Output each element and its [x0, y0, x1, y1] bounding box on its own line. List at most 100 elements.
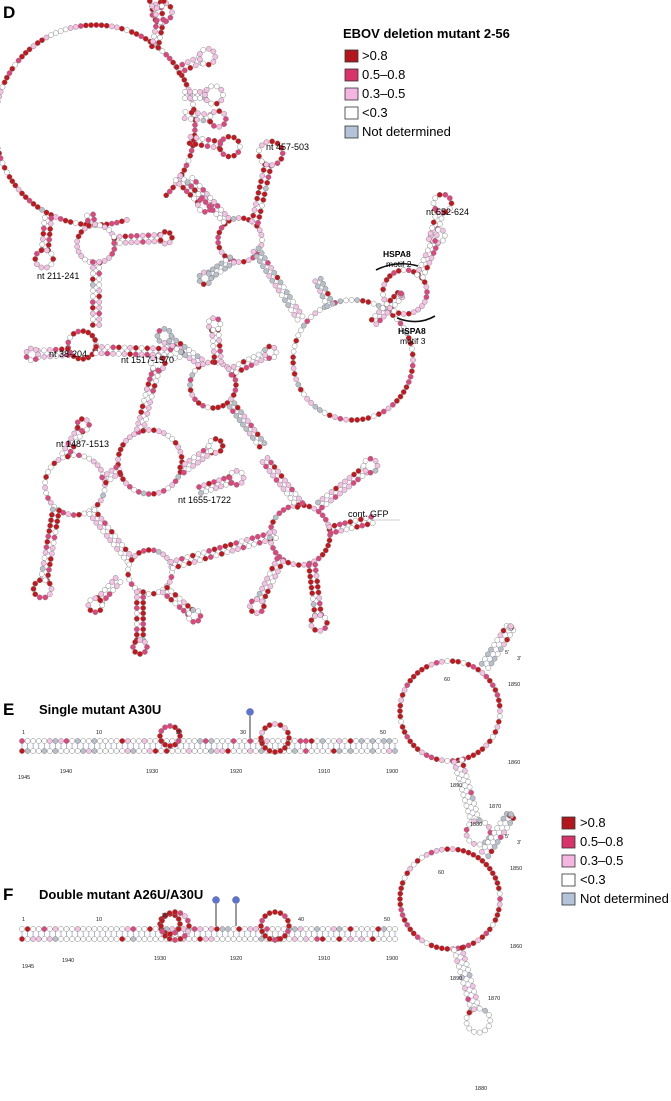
nucleotide	[256, 539, 263, 546]
nucleotide	[383, 277, 390, 283]
nucleotide	[133, 345, 139, 351]
nucleotide	[142, 649, 148, 655]
nucleotide	[175, 444, 182, 450]
nucleotide	[392, 936, 398, 942]
nucleotide	[418, 262, 425, 268]
nucleotide	[113, 926, 120, 932]
nucleotide	[126, 483, 133, 490]
nucleotide	[460, 762, 467, 769]
nucleotide	[466, 784, 473, 791]
nucleotide	[85, 926, 92, 932]
nucleotide	[38, 247, 45, 254]
nucleotide	[200, 187, 207, 193]
nucleotide	[195, 617, 202, 624]
nucleotide	[181, 469, 187, 476]
nucleotide	[39, 37, 45, 44]
nucleotide	[111, 233, 117, 240]
nucleotide	[97, 936, 103, 942]
nucleotide	[235, 361, 242, 368]
nucleotide	[303, 738, 309, 744]
nucleotide	[501, 641, 507, 648]
nucleotide	[410, 742, 417, 749]
nucleotide	[75, 355, 82, 362]
nucleotide	[465, 661, 472, 668]
ef-legend-label-nd: Not determined	[580, 891, 669, 906]
f-tick-1890: 1890	[450, 976, 462, 982]
nucleotide	[400, 325, 407, 331]
nucleotide	[19, 748, 25, 754]
nucleotide	[254, 596, 260, 603]
nucleotide	[160, 430, 167, 436]
nucleotide	[420, 274, 426, 281]
nucleotide	[127, 351, 133, 357]
nucleotide	[45, 495, 51, 501]
nucleotide	[231, 134, 237, 141]
nucleotide	[492, 729, 499, 735]
motif-2-arc	[375, 262, 419, 271]
nucleotide	[249, 608, 255, 615]
nucleotide	[272, 514, 279, 521]
nucleotide	[152, 28, 158, 35]
nucleotide	[399, 912, 406, 918]
panel-d: D nt 457-503 nt 552-624 nt 211-241 nt 38…	[0, 0, 510, 657]
nucleotide	[229, 547, 236, 554]
nucleotide	[89, 332, 96, 339]
nucleotide	[151, 490, 157, 497]
nucleotide	[409, 351, 416, 358]
nucleotide	[250, 435, 256, 441]
nucleotide	[466, 1009, 473, 1016]
nucleotide	[230, 392, 237, 398]
nucleotide	[312, 278, 319, 285]
nucleotide	[84, 212, 90, 219]
nucleotide	[307, 579, 314, 585]
nucleotide	[221, 121, 227, 127]
nucleotide	[455, 846, 461, 853]
nucleotide	[248, 362, 255, 369]
nucleotide	[46, 926, 53, 932]
nucleotide	[158, 728, 165, 734]
nucleotide	[489, 870, 496, 877]
nucleotide	[252, 926, 259, 932]
nucleotide	[228, 469, 235, 476]
nucleotide	[89, 293, 96, 300]
nucleotide	[110, 541, 117, 548]
nucleotide	[395, 298, 402, 304]
nucleotide	[200, 402, 206, 409]
nucleotide	[168, 588, 175, 595]
nucleotide	[316, 407, 323, 413]
nucleotide	[140, 589, 147, 595]
nucleotide	[376, 309, 382, 315]
nucleotide	[375, 926, 382, 932]
nucleotide	[455, 963, 462, 970]
nucleotide	[96, 287, 103, 294]
nucleotide	[108, 748, 114, 754]
nucleotide	[218, 551, 225, 557]
nucleotide	[217, 140, 224, 147]
nucleotide	[70, 330, 77, 337]
nucleotide	[465, 942, 472, 949]
nucleotide	[465, 778, 471, 785]
nucleotide	[247, 936, 254, 942]
nucleotide	[156, 337, 163, 344]
nucleotide	[151, 33, 157, 40]
nucleotide	[465, 996, 471, 1003]
nucleotide	[96, 316, 103, 323]
nucleotide	[232, 377, 239, 383]
nucleotide	[187, 152, 194, 159]
nucleotide	[117, 446, 124, 453]
nucleotide	[211, 123, 217, 129]
nucleotide	[186, 923, 192, 929]
nucleotide	[34, 40, 41, 46]
nucleotide	[30, 936, 36, 942]
nucleotide	[286, 748, 293, 754]
nucleotide	[303, 748, 309, 754]
nucleotide	[48, 550, 55, 557]
nucleotide	[270, 545, 276, 551]
nucleotide	[380, 291, 386, 298]
nucleotide	[119, 218, 125, 225]
nucleotide	[267, 534, 273, 541]
nucleotide	[24, 926, 31, 932]
nucleotide	[268, 459, 274, 466]
nucleotide	[180, 738, 187, 744]
nucleotide	[147, 738, 153, 744]
